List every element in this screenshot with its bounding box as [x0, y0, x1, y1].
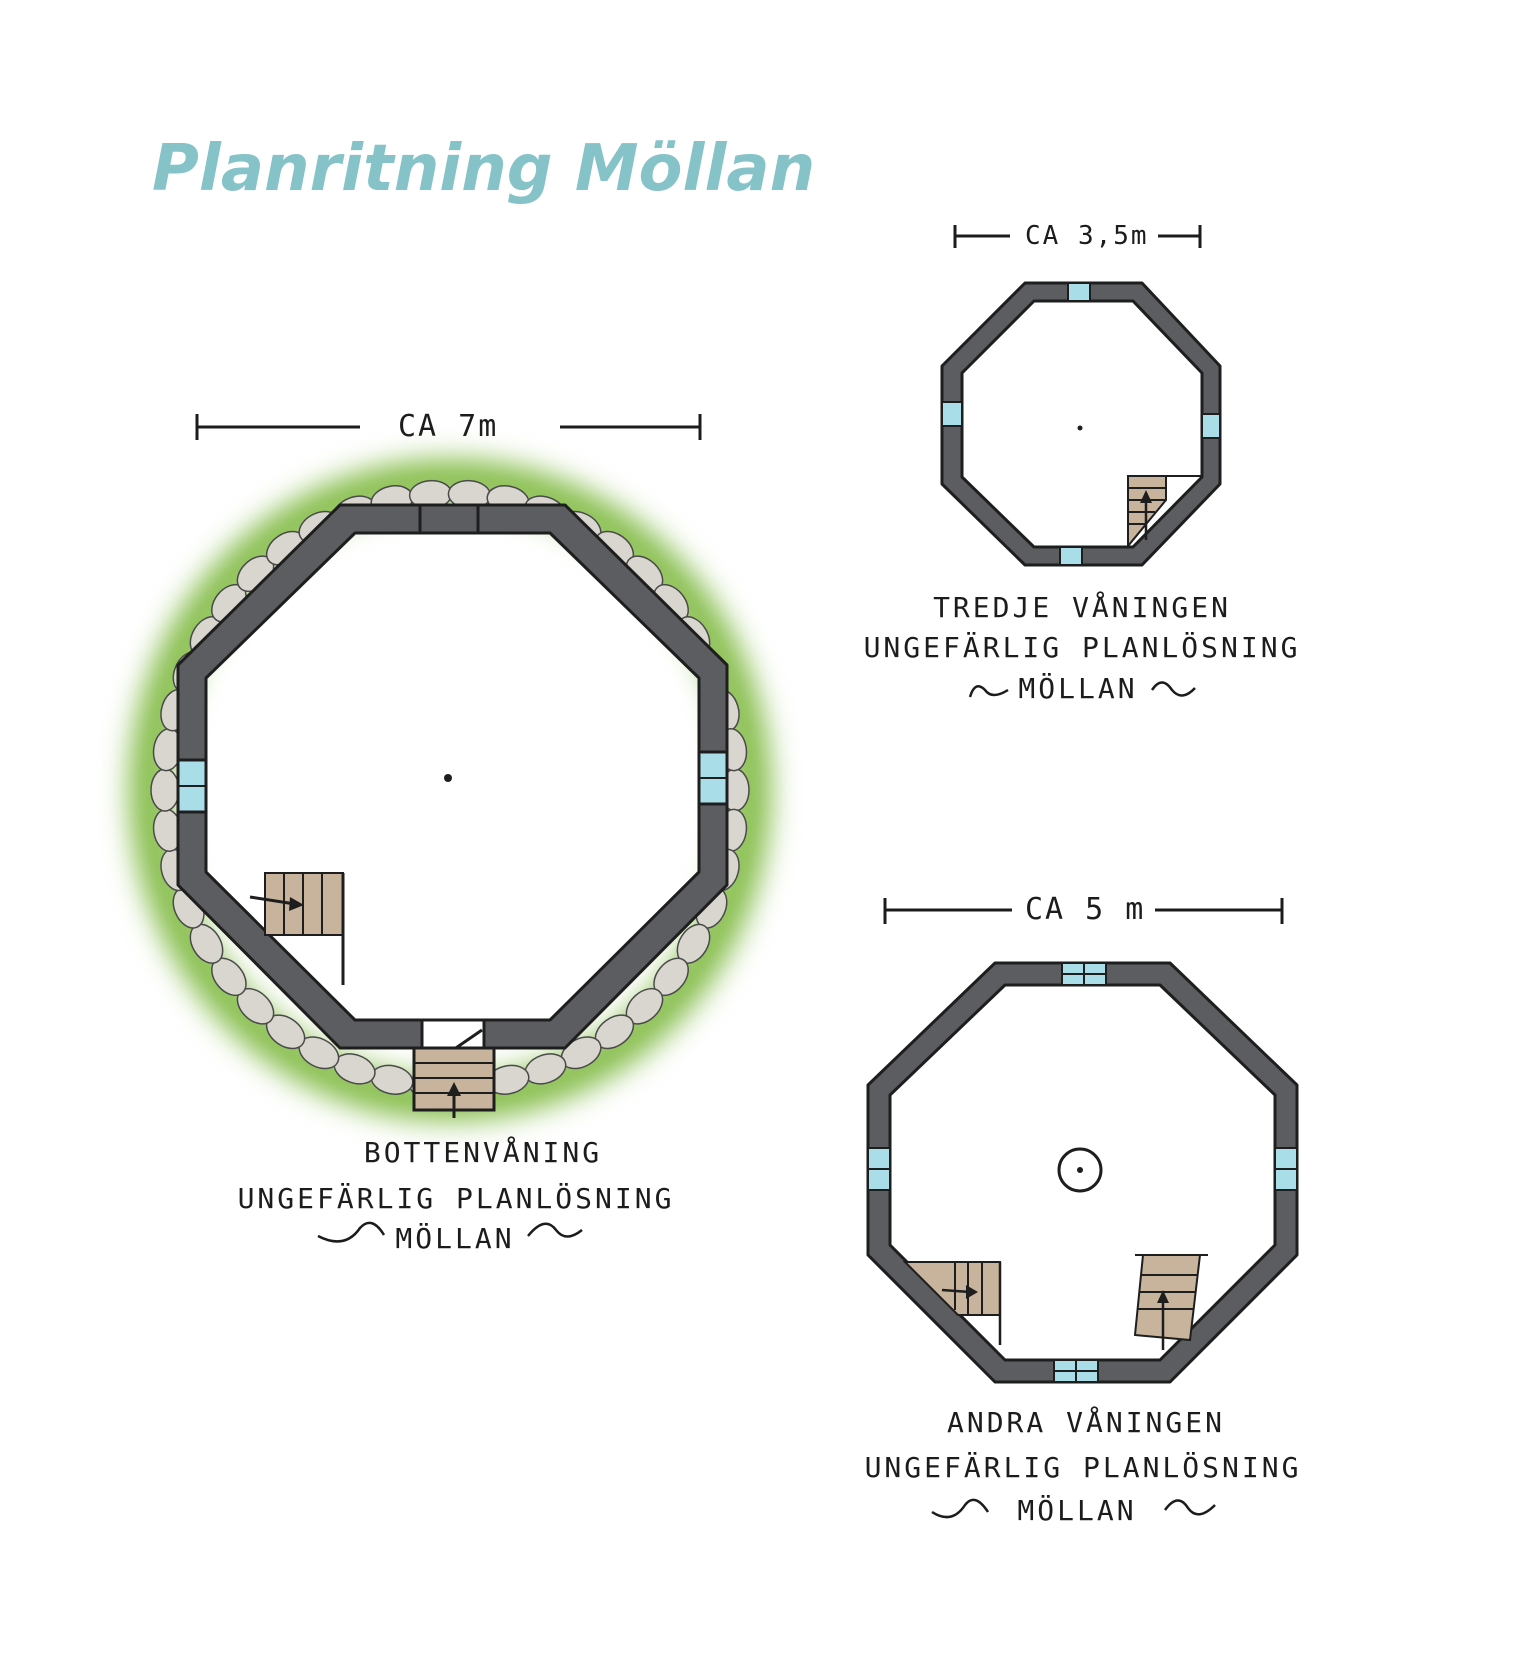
page-title: Planritning Möllan: [152, 132, 815, 206]
second-floor-plan: CA 5 m: [865, 892, 1302, 1527]
second-central-shaft: [1057, 1147, 1103, 1193]
ground-caption-floor: BOTTENVÅNING: [364, 1135, 602, 1169]
second-dimension-line: [883, 898, 1284, 924]
ground-dimension-label: CA 7m: [398, 409, 498, 444]
ground-dimension-line: [195, 414, 702, 440]
third-caption-subtitle: UNGEFÄRLIG PLANLÖSNING: [864, 630, 1301, 664]
ground-caption-name: MÖLLAN: [395, 1221, 514, 1255]
second-window-north: [1061, 962, 1107, 986]
ground-center-mark: [444, 774, 452, 782]
third-caption-name: MÖLLAN: [1018, 671, 1137, 705]
third-dimension-line: [953, 225, 1202, 248]
second-dimension-label: CA 5 m: [1025, 892, 1145, 927]
third-walls: [940, 281, 1222, 567]
ground-caption-subtitle: UNGEFÄRLIG PLANLÖSNING: [238, 1181, 675, 1215]
stone-foundation: [150, 479, 750, 1101]
ground-entrance-steps: [412, 1046, 496, 1118]
foundation-stone: [150, 768, 180, 812]
second-caption-subtitle: UNGEFÄRLIG PLANLÖSNING: [865, 1450, 1302, 1484]
second-window-west: [867, 1147, 891, 1191]
second-window-east: [1274, 1147, 1298, 1191]
third-floor-plan: CA 3,5m TREDJE VÅNINGEN UNGEFÄRLIG PLANL…: [864, 221, 1301, 705]
third-center-mark: [1077, 425, 1083, 431]
second-right-stairs: [1133, 1254, 1208, 1350]
third-caption-floor: TREDJE VÅNINGEN: [933, 590, 1231, 624]
second-walls: [866, 961, 1299, 1384]
third-window-west: [941, 401, 963, 427]
third-window-north: [1067, 282, 1091, 302]
ground-walls: [176, 503, 729, 1050]
third-window-east: [1201, 413, 1221, 439]
ground-interior-stairs: [249, 872, 345, 985]
second-caption-name: MÖLLAN: [1017, 1493, 1136, 1527]
second-caption-floor: ANDRA VÅNINGEN: [947, 1405, 1225, 1439]
second-left-stairs: [902, 1261, 1002, 1345]
ground-door: [420, 1018, 486, 1050]
third-interior-stairs: [1127, 475, 1202, 549]
third-dimension-label: CA 3,5m: [1025, 221, 1149, 251]
third-window-south: [1059, 546, 1083, 566]
ground-floor-plan: CA 7m: [129, 409, 771, 1255]
second-window-south: [1053, 1359, 1099, 1383]
